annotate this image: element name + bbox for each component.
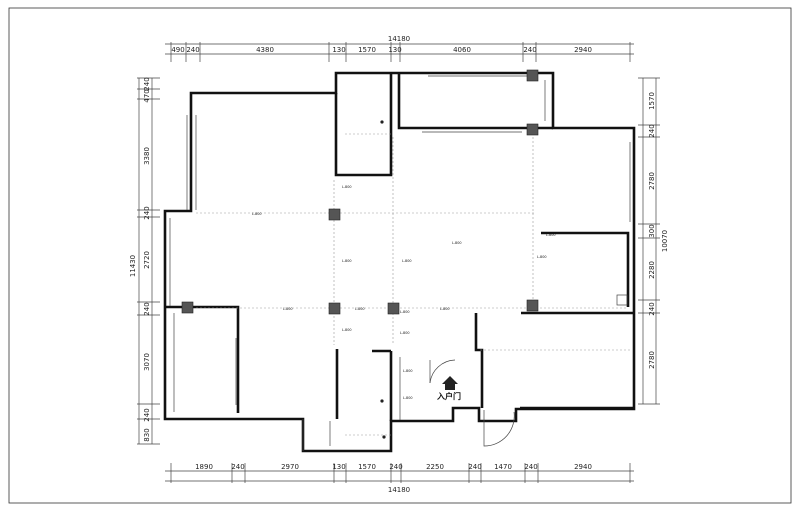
ceiling-grid	[196, 133, 630, 436]
top-dim-7: 4060	[453, 46, 471, 54]
column	[526, 299, 539, 312]
right-dim-2: 240	[648, 124, 656, 137]
door-swing	[483, 410, 515, 447]
room-code-label: L-800	[355, 307, 365, 311]
right-dim-1: 1570	[648, 92, 656, 110]
column	[526, 69, 539, 82]
room-code-label: L-800	[403, 369, 413, 373]
right-dim-5: 2280	[648, 261, 656, 279]
top-dim-4: 130	[332, 46, 345, 54]
house-icon	[442, 376, 458, 390]
left-dim-1: 240	[143, 77, 151, 90]
left-dim-5: 2720	[143, 251, 151, 269]
bottom-total-dimension: 14180	[388, 486, 410, 494]
left-dim-4: 240	[143, 206, 151, 219]
light-fixture-icon	[380, 120, 384, 124]
top-total-dimension: 14180	[388, 35, 410, 43]
top-dim-2: 240	[186, 46, 199, 54]
top-dim-5: 1570	[358, 46, 376, 54]
bottom-dim-6: 240	[389, 463, 402, 471]
light-fixture-icon	[380, 399, 384, 403]
bottom-dim-2: 240	[231, 463, 244, 471]
top-dimension-chain: 14180 490 240 4380 130 1570 130 4060 240…	[165, 35, 634, 62]
bottom-dim-7: 2250	[426, 463, 444, 471]
fixtures	[380, 120, 386, 439]
left-dim-2: 470	[143, 89, 151, 102]
bottom-dim-10: 240	[524, 463, 537, 471]
room-code-label: L-800	[342, 328, 352, 332]
room-code-label: L-800	[440, 307, 450, 311]
top-dim-8: 240	[523, 46, 536, 54]
room-labels: L-800 L-800 L-800 L-800 L-800 L-800 L-80…	[252, 185, 556, 400]
top-dim-9: 2940	[574, 46, 592, 54]
top-dim-1: 490	[171, 46, 184, 54]
bottom-dim-4: 130	[332, 463, 345, 471]
room-code-label: L-800	[342, 259, 352, 263]
columns	[181, 69, 539, 315]
entrance-marker: 入户门	[436, 376, 461, 401]
walls	[163, 71, 636, 453]
doors	[429, 359, 515, 447]
top-dim-3: 4380	[256, 46, 274, 54]
room-code-label: L-800	[402, 259, 412, 263]
right-dim-3: 2780	[648, 172, 656, 190]
left-dim-8: 240	[143, 408, 151, 421]
room-code-label: L-800	[400, 331, 410, 335]
column	[181, 301, 194, 314]
bottom-dim-11: 2940	[574, 463, 592, 471]
room-code-label: L-800	[400, 310, 410, 314]
column	[387, 302, 400, 315]
left-dim-3: 3380	[143, 147, 151, 165]
door-swing	[429, 359, 456, 384]
room-code-label: L-800	[546, 233, 556, 237]
column	[526, 123, 539, 136]
right-dim-7: 2780	[648, 351, 656, 369]
left-dim-7: 3070	[143, 353, 151, 371]
right-dimension-chain: 1570 240 2780 300 2280 240 2780 10070	[638, 77, 669, 405]
left-dim-6: 240	[143, 302, 151, 315]
window-lines	[169, 75, 631, 451]
right-total-dimension: 10070	[661, 230, 669, 252]
drawing-frame	[8, 7, 792, 504]
bottom-dim-1: 1890	[195, 463, 213, 471]
bottom-dim-9: 1470	[494, 463, 512, 471]
right-dim-4: 300	[648, 224, 656, 237]
entrance-label: 入户门	[436, 391, 461, 401]
bottom-dimension-chain: 1890 240 2970 130 1570 240 2250 240 1470…	[165, 463, 634, 494]
top-dim-6: 130	[388, 46, 401, 54]
bottom-dim-5: 1570	[358, 463, 376, 471]
column	[328, 208, 341, 221]
column	[328, 302, 341, 315]
left-total-dimension: 11430	[129, 255, 137, 277]
room-code-label: L-800	[342, 185, 352, 189]
bottom-dim-8: 240	[468, 463, 481, 471]
light-fixture-icon	[382, 435, 386, 439]
right-dim-6: 240	[648, 302, 656, 315]
left-dim-9: 830	[143, 428, 151, 441]
left-dimension-chain: 11430 240 470 3380 240 2720 240 3070 240…	[129, 77, 160, 445]
room-code-label: L-800	[252, 212, 262, 216]
room-code-label: L-800	[452, 241, 462, 245]
room-code-label: L-800	[283, 307, 293, 311]
room-code-label: L-800	[403, 396, 413, 400]
bottom-dim-3: 2970	[281, 463, 299, 471]
room-code-label: L-800	[537, 255, 547, 259]
